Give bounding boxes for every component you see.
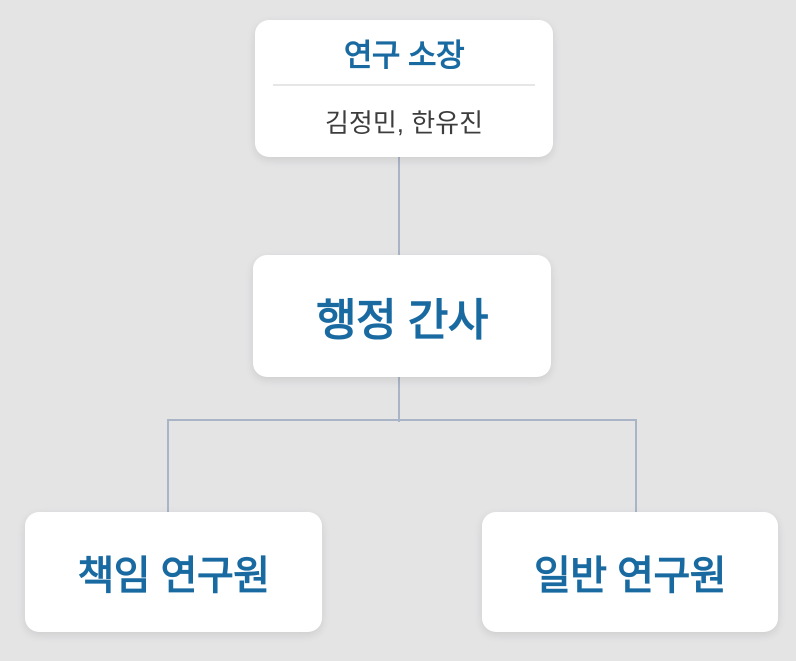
connector-drop-senior [167, 419, 169, 513]
org-node-senior-researcher: 책임 연구원 [25, 512, 322, 632]
node-title: 행정 간사 [316, 296, 488, 345]
connector-secretary-stem [398, 377, 400, 422]
divider [273, 84, 535, 86]
node-title: 책임 연구원 [77, 554, 270, 598]
connector-root-to-secretary [398, 157, 400, 256]
org-node-research-director: 연구 소장 김정민, 한유진 [255, 20, 553, 157]
node-title: 연구 소장 [343, 37, 465, 73]
node-members: 김정민, 한유진 [325, 108, 483, 138]
node-title: 일반 연구원 [533, 554, 727, 598]
connector-drop-general [635, 419, 637, 513]
org-node-general-researcher: 일반 연구원 [482, 512, 778, 632]
org-node-admin-secretary: 행정 간사 [253, 255, 551, 377]
connector-branch-horizontal [167, 419, 637, 421]
